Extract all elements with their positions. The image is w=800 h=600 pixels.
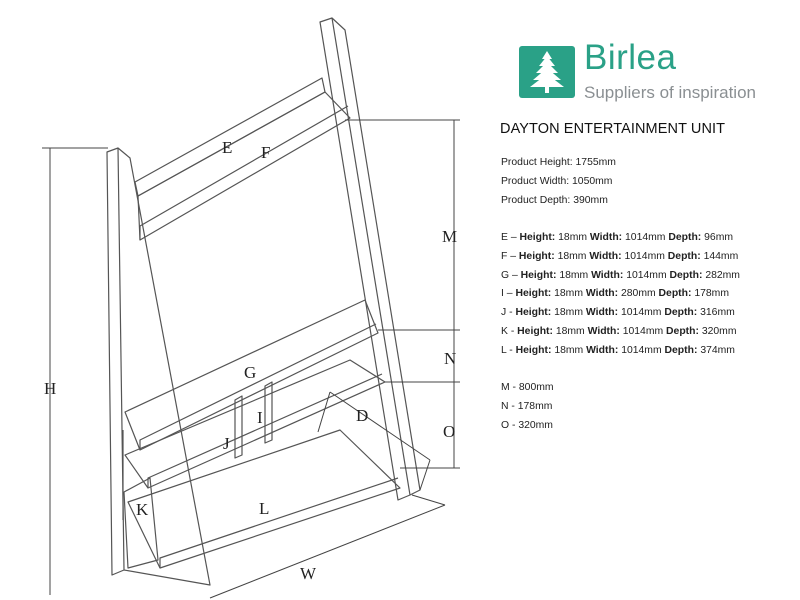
part-row-k: K - Height: 18mm Width: 1014mm Depth: 32… (501, 323, 740, 342)
measure-m: M - 800mm (501, 382, 554, 393)
part-id: I – (501, 288, 516, 300)
depth-value: 320mm (701, 325, 737, 337)
height-key: Height: (515, 307, 555, 319)
height-value: 18mm (554, 344, 587, 356)
label-n: N (444, 349, 456, 368)
label-d: D (356, 406, 368, 425)
part-id: K - (501, 325, 518, 337)
height-key: Height: (520, 269, 560, 281)
shelf-f (137, 91, 351, 241)
measure-list: M - 800mm N - 178mm O - 320mm (501, 379, 554, 435)
label-o: O (443, 422, 455, 441)
height-value: 18mm (554, 288, 586, 300)
furniture-diagram: E F M N O G H I J D K L W (42, 17, 460, 599)
width-value: 1014mm (625, 232, 669, 243)
height-value: 18mm (558, 232, 590, 243)
measure-o: O - 320mm (501, 419, 553, 431)
depth-value: 144mm (703, 250, 739, 262)
height-value: 18mm (555, 325, 588, 337)
tree-icon (519, 46, 575, 98)
width-key: Width: (589, 232, 626, 243)
left-leg (106, 147, 125, 576)
width-value: 1014mm (624, 250, 668, 262)
depth-value: 178mm (694, 288, 729, 300)
panel-k (123, 477, 159, 569)
brand-tagline: Suppliers of inspiration (584, 83, 756, 102)
product-title: DAYTON ENTERTAINMENT UNIT (500, 121, 726, 137)
height-key: Height: (518, 250, 558, 262)
height-value: 18mm (554, 307, 586, 319)
depth-key: Depth: (667, 250, 704, 262)
part-row-f: F – Height: 18mm Width: 1014mm Depth: 14… (501, 248, 740, 267)
right-leg (319, 17, 411, 501)
label-m: M (442, 227, 457, 246)
label-k: K (136, 500, 149, 519)
width-key: Width: (585, 307, 621, 319)
depth-key: Depth: (666, 325, 702, 337)
label-w: W (300, 564, 317, 583)
part-row-i: I – Height: 18mm Width: 280mm Depth: 178… (501, 285, 740, 304)
label-l: L (259, 499, 269, 518)
overall-height: Product Height: 1755mm (501, 157, 616, 168)
part-id: F – (501, 250, 519, 262)
width-key: Width: (591, 269, 627, 281)
depth-key: Depth: (668, 232, 705, 243)
width-key: Width: (586, 344, 622, 356)
part-id: J - (501, 307, 516, 319)
overall-width: Product Width: 1050mm (501, 175, 613, 187)
height-value: 18mm (559, 269, 592, 281)
depth-value: 96mm (704, 232, 734, 243)
width-value: 1014mm (621, 344, 665, 356)
height-key: Height: (517, 325, 556, 337)
overall-depth: Product Depth: 390mm (501, 194, 608, 206)
depth-value: 282mm (705, 269, 740, 281)
height-key: Height: (515, 288, 555, 300)
depth-key: Depth: (669, 269, 706, 281)
label-j: J (223, 434, 230, 453)
overall-dimensions: Product Height: 1755mm Product Width: 10… (501, 154, 616, 210)
part-id: G – (501, 269, 521, 281)
part-row-j: J - Height: 18mm Width: 1014mm Depth: 31… (501, 304, 740, 323)
label-h: H (44, 379, 56, 398)
depth-key: Depth: (658, 288, 695, 300)
depth-key: Depth: (664, 307, 701, 319)
shelf-g (124, 299, 379, 451)
width-key: Width: (585, 288, 621, 300)
width-key: Width: (589, 250, 625, 262)
label-f: F (261, 143, 270, 162)
part-id: E – (501, 232, 520, 243)
parts-list: E – Height: 18mm Width: 1014mm Depth: 96… (501, 229, 740, 361)
part-row-l: L - Height: 18mm Width: 1014mm Depth: 37… (501, 342, 740, 361)
width-value: 1014mm (622, 325, 667, 337)
measure-n: N - 178mm (501, 400, 553, 412)
height-key: Height: (519, 232, 559, 243)
brand-name: Birlea (584, 38, 677, 77)
shelf-e (134, 77, 326, 197)
label-i: I (257, 408, 263, 427)
depth-value: 374mm (700, 344, 735, 356)
height-value: 18mm (557, 250, 590, 262)
part-id: L - (501, 344, 516, 356)
label-e: E (222, 138, 232, 157)
width-key: Width: (587, 325, 623, 337)
divider-i (234, 395, 243, 459)
height-key: Height: (515, 344, 555, 356)
depth-value: 316mm (700, 307, 735, 319)
part-row-g: G – Height: 18mm Width: 1014mm Depth: 28… (501, 267, 740, 286)
width-value: 1014mm (620, 307, 665, 319)
part-row-e: E – Height: 18mm Width: 1014mm Depth: 96… (501, 229, 740, 248)
width-value: 280mm (621, 288, 659, 300)
depth-key: Depth: (664, 344, 701, 356)
width-value: 1014mm (626, 269, 670, 281)
label-g: G (244, 363, 256, 382)
shelf-l (127, 429, 401, 569)
